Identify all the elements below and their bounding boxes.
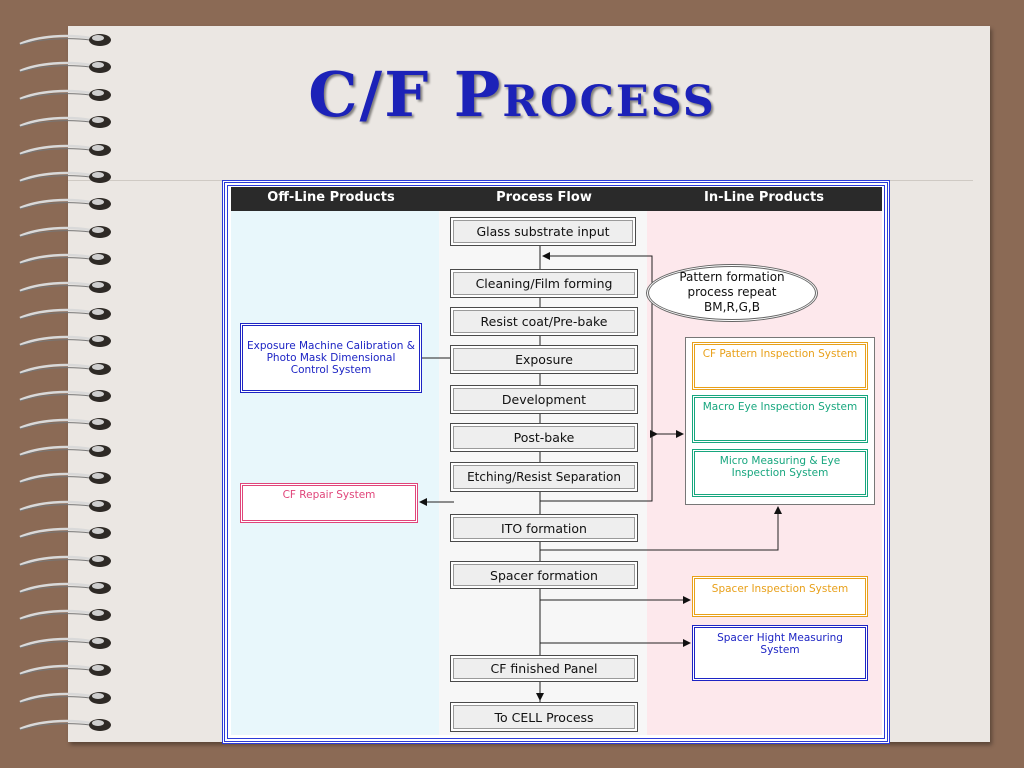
spiral-ring — [19, 390, 111, 403]
spiral-ring — [19, 198, 111, 211]
cf-pattern-inspection-system: CF Pattern Inspection System — [692, 342, 868, 390]
spiral-ring — [19, 308, 111, 320]
spiral-ring — [19, 472, 111, 485]
header-off-line: Off-Line Products — [267, 190, 395, 205]
spiral-ring — [19, 719, 111, 731]
step-to-cell-process: To CELL Process — [450, 702, 638, 732]
spiral-ring — [19, 34, 111, 46]
step-post-bake: Post-bake — [450, 423, 638, 452]
spiral-ring — [19, 554, 111, 567]
macro-eye-inspection-label: Macro Eye Inspection System — [702, 401, 858, 413]
step-spacer-formation: Spacer formation — [450, 561, 638, 589]
spiral-ring — [19, 116, 111, 129]
spiral-ring — [19, 225, 111, 238]
off-line-panel — [231, 211, 439, 735]
step-development: Development — [450, 385, 638, 414]
exposure-control-system-label: Exposure Machine Calibration & Photo Mas… — [247, 340, 415, 376]
spiral-ring — [19, 171, 111, 183]
slide-title: C/F Process — [308, 58, 716, 131]
macro-eye-inspection-system: Macro Eye Inspection System — [692, 395, 868, 443]
header-in-line: In-Line Products — [704, 190, 824, 205]
spiral-ring — [19, 88, 111, 101]
spacer-inspection-label: Spacer Inspection System — [711, 583, 849, 595]
spiral-ring — [19, 609, 111, 622]
spiral-ring — [19, 280, 111, 293]
spiral-ring — [19, 143, 111, 156]
spacer-height-label: Spacer Hight Measuring System — [717, 632, 843, 656]
spiral-ring — [19, 362, 111, 375]
pattern-repeat-note: Pattern formation process repeat BM,R,G,… — [679, 270, 785, 314]
spiral-ring — [19, 445, 111, 457]
step-glass-substrate-input: Glass substrate input — [450, 217, 636, 246]
spiral-ring — [19, 691, 111, 704]
diagram-header-bar — [231, 187, 882, 211]
step-etching-resist-separation: Etching/Resist Separation — [450, 462, 638, 492]
pattern-repeat-oval — [646, 264, 818, 322]
spiral-ring — [19, 417, 111, 430]
step-resist-coat-pre-bake: Resist coat/Pre-bake — [450, 307, 638, 336]
spiral-ring — [19, 636, 111, 649]
header-process-flow: Process Flow — [496, 190, 592, 205]
step-cf-finished-panel: CF finished Panel — [450, 655, 638, 682]
step-ito-formation: ITO formation — [450, 514, 638, 542]
cf-pattern-inspection-label: CF Pattern Inspection System — [702, 348, 858, 360]
micro-measuring-inspection-label: Micro Measuring & Eye Inspection System — [719, 455, 841, 479]
step-exposure: Exposure — [450, 345, 638, 374]
cf-repair-system: CF Repair System — [240, 483, 418, 523]
exposure-control-system: Exposure Machine Calibration & Photo Mas… — [240, 323, 422, 393]
spiral-ring — [19, 335, 111, 348]
micro-measuring-inspection-system: Micro Measuring & Eye Inspection System — [692, 449, 868, 497]
spacer-height-measuring-system: Spacer Hight Measuring System — [692, 625, 868, 681]
spiral-ring — [19, 582, 111, 594]
spiral-ring — [19, 527, 111, 540]
cf-repair-system-label: CF Repair System — [282, 489, 376, 501]
spiral-ring — [19, 499, 111, 512]
spacer-inspection-system: Spacer Inspection System — [692, 576, 868, 617]
spiral-ring — [19, 664, 111, 677]
step-cleaning-film-forming: Cleaning/Film forming — [450, 269, 638, 298]
spiral-ring — [19, 253, 111, 266]
spiral-ring — [19, 61, 111, 74]
